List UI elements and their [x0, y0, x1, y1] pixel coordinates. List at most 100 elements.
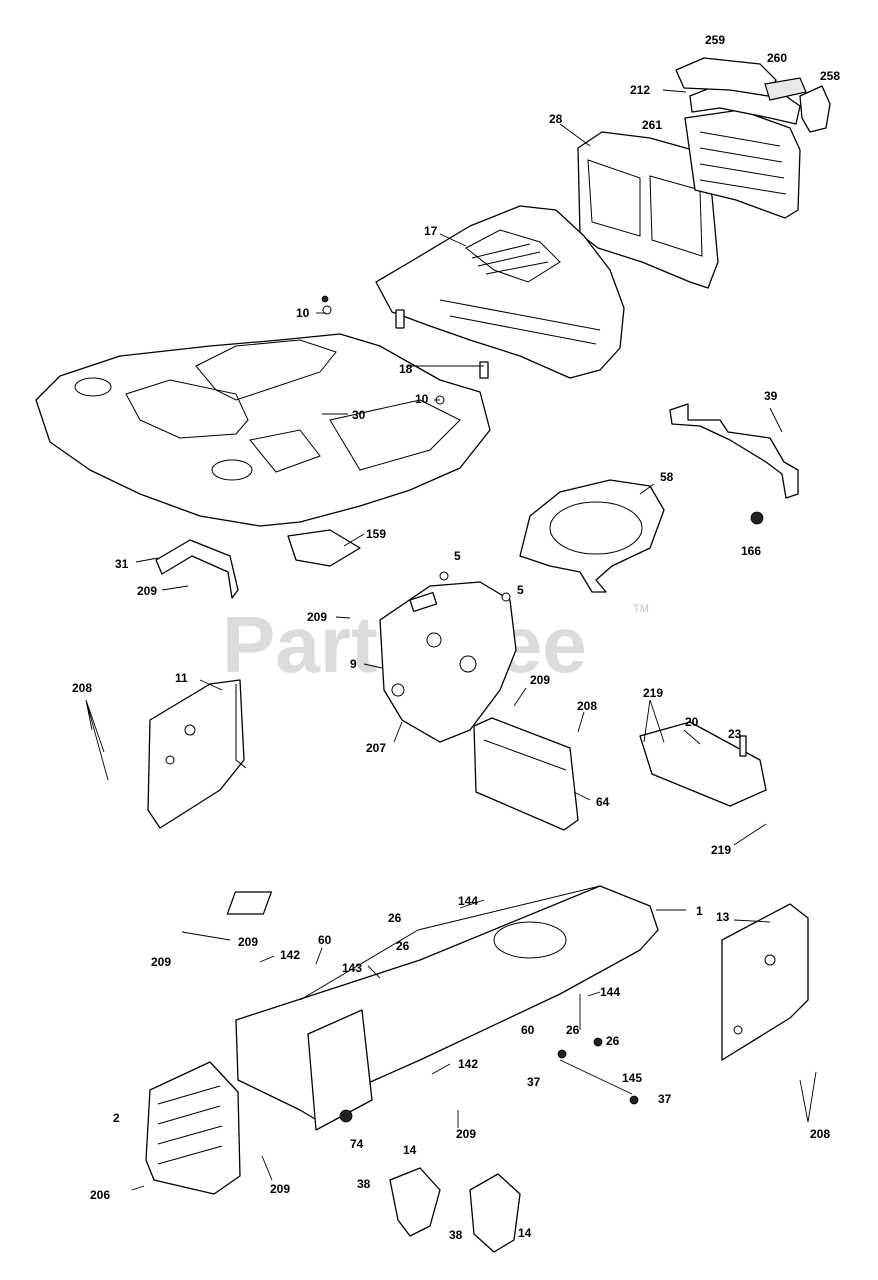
- callout-143: 143: [342, 961, 362, 975]
- callout-31: 31: [115, 557, 129, 571]
- part-17-hood: [375, 205, 625, 379]
- callout-10-mid: 10: [415, 392, 429, 406]
- part-13-hole-b: [733, 1025, 743, 1035]
- callout-37-a: 37: [527, 1075, 541, 1089]
- part-13-side-panel: [721, 903, 809, 1061]
- callout-37-b: 37: [658, 1092, 672, 1106]
- callout-261: 261: [642, 118, 662, 132]
- part-10-screw-head: [321, 295, 329, 303]
- hood: [375, 205, 625, 379]
- callout-74: 74: [350, 1137, 364, 1151]
- callout-260: 260: [767, 51, 787, 65]
- callout-209-g: 209: [270, 1182, 290, 1196]
- callout-145: 145: [622, 1071, 642, 1085]
- callout-209-e: 209: [151, 955, 171, 969]
- part-11-hole-a: [184, 724, 196, 736]
- part-20-steering-bracket: [639, 721, 767, 807]
- callout-258: 258: [820, 69, 840, 83]
- part-2-slots: [157, 1085, 223, 1165]
- callout-2: 2: [113, 1111, 120, 1125]
- part-208-leaders-left: [85, 699, 109, 781]
- main-frame: [226, 885, 659, 1131]
- part-258-reflector: [799, 85, 831, 133]
- part-9-dash-panel: [379, 581, 517, 743]
- part-17-lines: [439, 299, 601, 345]
- callout-212: 212: [630, 83, 650, 97]
- callout-23: 23: [728, 727, 742, 741]
- part-145-rod: [559, 1059, 633, 1095]
- callout-1: 1: [696, 904, 703, 918]
- grille-assembly: [577, 57, 831, 289]
- callout-142-a: 142: [280, 948, 300, 962]
- part-64-bracket: [473, 717, 579, 831]
- part-166-bolt: [750, 511, 764, 525]
- part-11-flange: [235, 684, 247, 769]
- callout-259: 259: [705, 33, 725, 47]
- callout-219-a: 219: [643, 686, 663, 700]
- part-74-bolt: [339, 1109, 353, 1123]
- part-30-body-pan: [35, 333, 491, 527]
- callout-144-a: 144: [458, 894, 478, 908]
- part-30-tunnel: [195, 339, 337, 401]
- callout-20: 20: [685, 715, 699, 729]
- part-38-bracket: [389, 1167, 441, 1237]
- part-260-headlight: [764, 77, 807, 101]
- callout-219-b: 219: [711, 843, 731, 857]
- callout-209-d: 209: [238, 935, 258, 949]
- callout-17: 17: [424, 224, 438, 238]
- leaders: [131, 89, 817, 1191]
- callout-209-f: 209: [456, 1127, 476, 1141]
- callout-28: 28: [549, 112, 563, 126]
- callout-39: 39: [764, 389, 778, 403]
- part-39-bracket: [669, 403, 799, 499]
- part-1-hole: [493, 921, 567, 959]
- part-261-grille-insert: [684, 109, 801, 219]
- callout-208-c: 208: [810, 1127, 830, 1141]
- callout-209-a: 209: [137, 584, 157, 598]
- part-31-bracket: [155, 539, 239, 599]
- callout-38-b: 38: [449, 1228, 463, 1242]
- part-13-hole-a: [764, 954, 776, 966]
- callout-13: 13: [716, 910, 730, 924]
- callout-208-a: 208: [72, 681, 92, 695]
- part-1-slot: [226, 891, 273, 915]
- part-37-bolt: [557, 1049, 567, 1059]
- callout-14-b: 14: [518, 1226, 532, 1240]
- part-9-hole-c: [391, 683, 405, 697]
- callout-30: 30: [352, 408, 366, 422]
- callout-209-c: 209: [530, 673, 550, 687]
- callout-206: 206: [90, 1188, 110, 1202]
- callout-209-b: 209: [307, 610, 327, 624]
- callout-5-b: 5: [517, 583, 524, 597]
- callout-26-c: 26: [566, 1023, 580, 1037]
- part-30-cupholder-left: [74, 377, 112, 397]
- callout-38-a: 38: [357, 1177, 371, 1191]
- part-17-vent-slots: [471, 243, 549, 275]
- part-30-cupholder-right: [211, 459, 253, 481]
- part-37-bolt-b: [629, 1095, 639, 1105]
- callout-26-b: 26: [396, 939, 410, 953]
- body-pan: [35, 305, 491, 567]
- callout-18: 18: [399, 362, 413, 376]
- callout-166: 166: [741, 544, 761, 558]
- callout-207: 207: [366, 741, 386, 755]
- callout-60-a: 60: [318, 933, 332, 947]
- watermark-trademark: TM: [633, 603, 649, 615]
- part-1-frame: [235, 885, 659, 1123]
- part-26-nut: [593, 1037, 603, 1047]
- callout-60-b: 60: [521, 1023, 535, 1037]
- part-5-nut-b: [501, 592, 511, 602]
- part-10-screw: [322, 305, 332, 315]
- part-261-slots: [699, 131, 787, 195]
- part-143-plate: [307, 1009, 373, 1131]
- part-18-bumper: [395, 309, 405, 329]
- callout-144-b: 144: [600, 985, 620, 999]
- part-11-hole-b: [165, 755, 175, 765]
- callout-208-b: 208: [577, 699, 597, 713]
- part-30-right-deck: [329, 399, 461, 471]
- part-11-side-panel: [147, 679, 245, 829]
- part-1-top-edge: [299, 885, 601, 1001]
- part-259-headlight-lens: [675, 57, 777, 97]
- part-5-nut: [439, 571, 449, 581]
